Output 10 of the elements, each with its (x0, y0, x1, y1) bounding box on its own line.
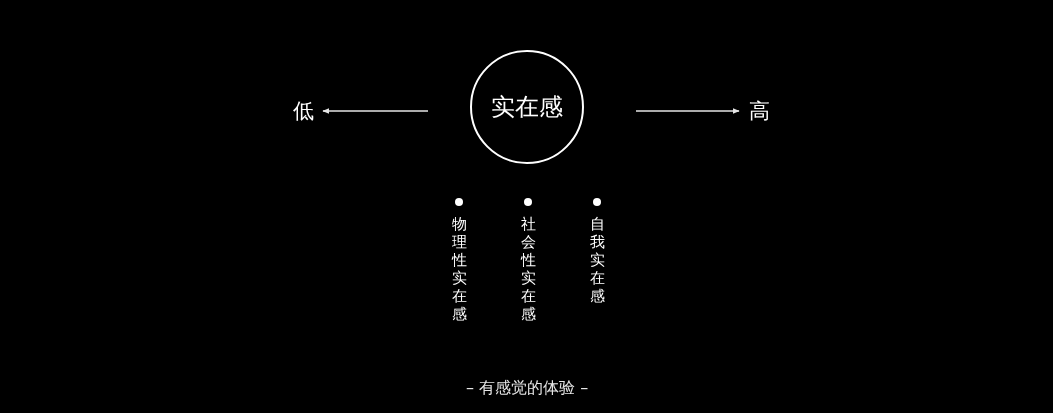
vertical-label: 自我实在感 (589, 215, 605, 305)
concept-circle (470, 50, 584, 164)
arrow (322, 108, 429, 114)
vertical-label: 物理性实在感 (451, 215, 467, 323)
vertical-label: 社会性实在感 (520, 215, 536, 323)
scale-label: 低 (289, 97, 317, 125)
scale-label: 高 (745, 97, 773, 125)
arrow (635, 108, 740, 114)
caption: – 有感觉的体验 – (466, 378, 589, 399)
concept-label: 实在感 (491, 92, 563, 123)
